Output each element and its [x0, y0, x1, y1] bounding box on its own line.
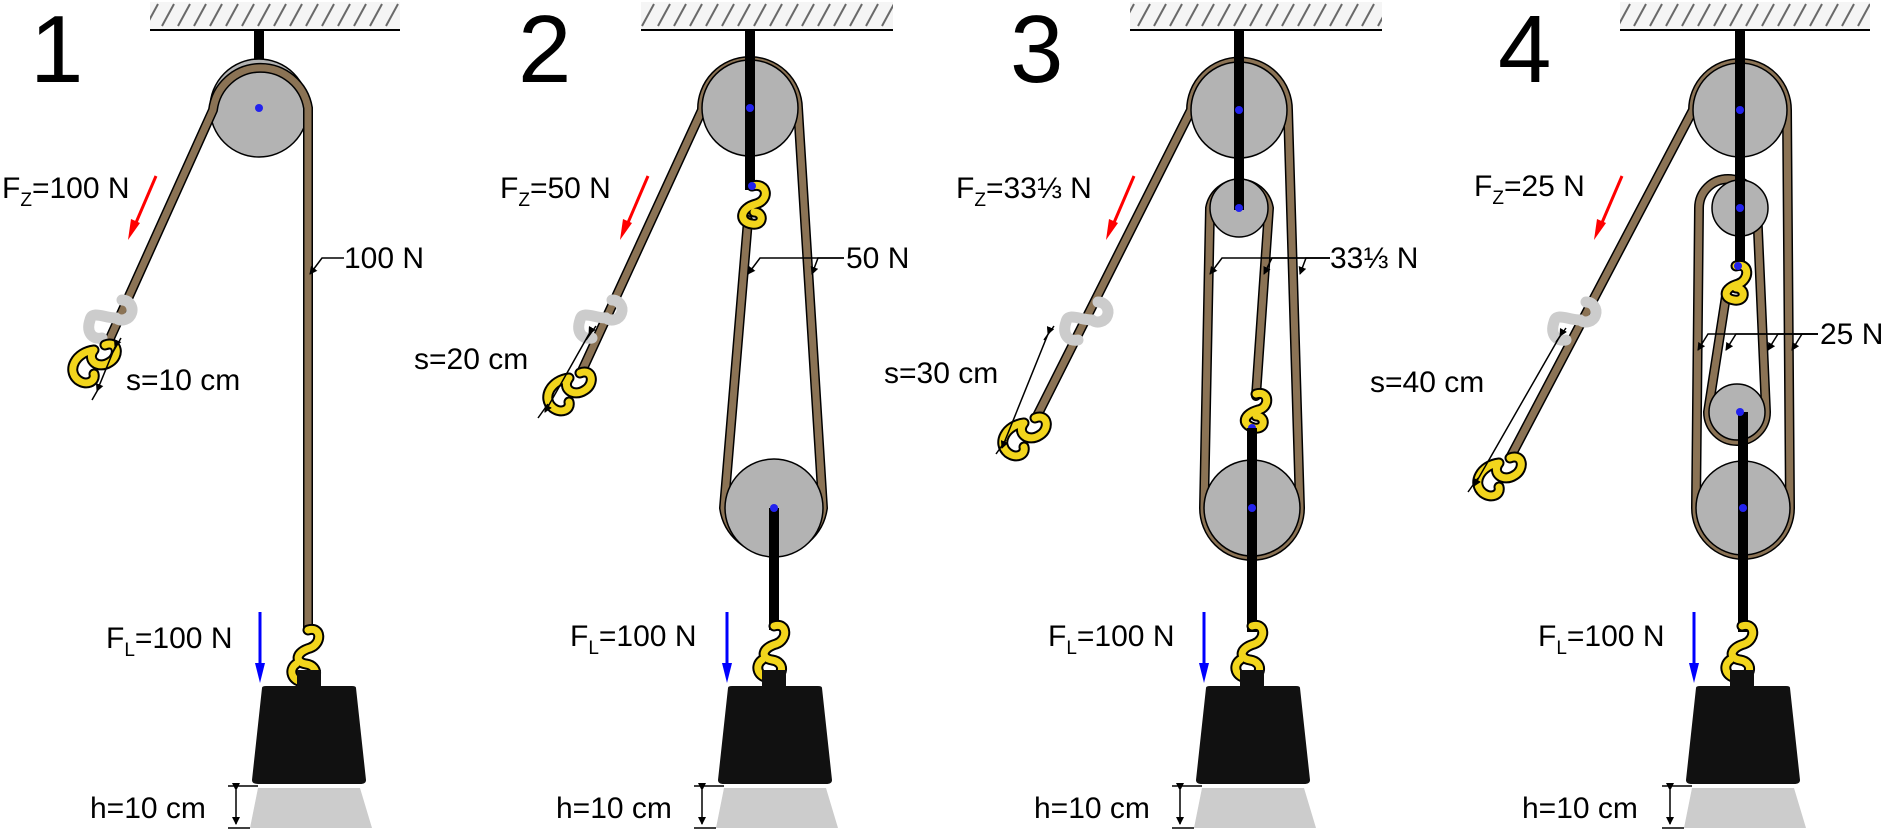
pull-hook: [1472, 451, 1527, 502]
pull-force-arrow: [1111, 175, 1136, 226]
load-rod: [769, 508, 779, 630]
ceiling: [150, 2, 400, 31]
rope-tension-label: 25 N: [1820, 318, 1883, 351]
s-hook: [737, 179, 771, 230]
pulley-axle: [1235, 204, 1243, 212]
panel-2: 2 FZ=50 N 50 N s=20 cm FL=100 N h=10 cm: [414, 0, 909, 829]
panel-number: 1: [30, 0, 83, 103]
weight: [252, 670, 366, 784]
lift-height-label: h=10 cm: [1034, 792, 1150, 825]
weight-previous-position: [250, 788, 372, 828]
load-hook: [752, 619, 791, 684]
pull-force-label: FZ=100 N: [2, 172, 130, 211]
panel-number: 4: [1498, 0, 1551, 103]
load-hook: [1230, 619, 1269, 684]
pull-force-arrow: [625, 175, 650, 226]
rope-tension-label: 100 N: [344, 242, 424, 275]
pull-distance-label: s=20 cm: [414, 343, 528, 376]
pull-force-arrow: [1599, 175, 1624, 226]
tension-leader: [1209, 257, 1330, 275]
ceiling: [1620, 2, 1870, 31]
ceiling: [641, 2, 893, 31]
pull-force-label: FZ=50 N: [500, 172, 611, 211]
load-force-label: FL=100 N: [1538, 620, 1664, 659]
pulley-axle: [1248, 504, 1256, 512]
pulley-axle: [1235, 106, 1243, 114]
pull-distance-label: s=40 cm: [1370, 366, 1484, 399]
ghost-hook: [1059, 296, 1114, 346]
pull-force-arrow: [133, 175, 158, 226]
panel-3: 3 FZ=33⅓ N 33⅓ N s=30 cm FL=100 N h=10 c…: [884, 0, 1418, 829]
pulley-axle: [1739, 504, 1747, 512]
pull-distance-label: s=10 cm: [126, 364, 240, 397]
weight-previous-position: [716, 788, 838, 828]
load-rod: [1738, 412, 1748, 632]
lift-height-label: h=10 cm: [556, 792, 672, 825]
pulley-axle: [255, 104, 263, 112]
weight: [718, 670, 832, 784]
weight: [1196, 670, 1310, 784]
s-hook: [1720, 259, 1753, 306]
pulley-axle: [770, 504, 778, 512]
weight: [1686, 670, 1800, 784]
pulley-axle: [746, 104, 754, 112]
pull-force-label: FZ=25 N: [1474, 170, 1585, 209]
pulley-axle: [1736, 204, 1744, 212]
load-hook: [286, 623, 325, 688]
panel-number: 2: [518, 0, 571, 103]
tension-leader: [747, 257, 844, 275]
load-force-label: FL=100 N: [1048, 620, 1174, 659]
ceiling: [1130, 2, 1382, 31]
lift-height-label: h=10 cm: [1522, 792, 1638, 825]
panel-1: 1 FZ=100 N 100 N s=10 cm FL=100 N h=10 c…: [2, 0, 424, 829]
weight-previous-position: [1194, 788, 1316, 828]
load-hook: [1720, 619, 1759, 684]
rope-tension-label: 33⅓ N: [1330, 242, 1418, 275]
pulley-axle: [1736, 106, 1744, 114]
lift-height-dimension: [1172, 783, 1202, 829]
load-force-label: FL=100 N: [570, 620, 696, 659]
s-hook: [1239, 387, 1273, 434]
load-force-label: FL=100 N: [106, 622, 232, 661]
pull-distance-dimension: [91, 337, 122, 401]
pull-distance-dimension: [995, 325, 1055, 455]
rope-tension-label: 50 N: [846, 242, 909, 275]
panel-number: 3: [1010, 0, 1063, 103]
weight-previous-position: [1684, 788, 1806, 828]
tension-leader: [1697, 333, 1818, 351]
lift-height-dimension: [694, 783, 724, 829]
panel-4: 4 FZ=25 N 25 N s=40 cm FL=100 N h=10 cm: [1370, 0, 1883, 829]
pull-hook: [67, 338, 122, 389]
lift-height-label: h=10 cm: [90, 792, 206, 825]
pull-distance-dimension: [537, 325, 597, 419]
pull-distance-label: s=30 cm: [884, 357, 998, 390]
ghost-hook: [83, 294, 138, 344]
pull-hook: [997, 411, 1052, 462]
pulley-axle: [1736, 408, 1744, 416]
pull-distance-dimension: [1467, 327, 1567, 493]
pull-force-label: FZ=33⅓ N: [956, 172, 1092, 211]
lift-height-dimension: [1662, 783, 1692, 829]
pull-hook: [542, 366, 597, 417]
tension-leader: [309, 257, 344, 275]
lift-height-dimension: [228, 783, 258, 829]
